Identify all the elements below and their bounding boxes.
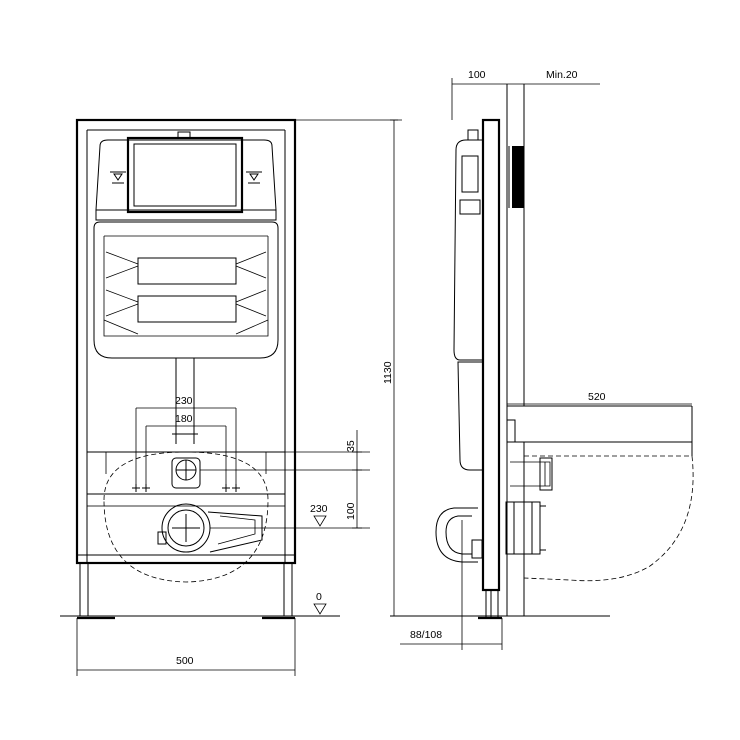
wall (506, 84, 525, 616)
right-leg (283, 562, 293, 617)
flush-plate (508, 146, 524, 208)
floor-zero-mark: 0 (313, 591, 327, 615)
front-view: 230 180 35 100 230 0 1130 (60, 118, 402, 676)
dim-min20: Min.20 (546, 69, 578, 81)
dim-width: 500 (76, 618, 296, 676)
dim-35: 35 (345, 440, 357, 452)
cistern-side (453, 129, 484, 471)
dim-zero: 0 (316, 591, 322, 603)
dim-230-top: 230 (175, 395, 193, 407)
dim-bowl-projection: 520 (507, 391, 692, 405)
bowl-support (506, 405, 693, 491)
dim-100: 100 (345, 502, 357, 520)
flush-pipe (168, 357, 200, 444)
dim-100-depth: 100 (468, 69, 486, 81)
mounting-bolts (132, 408, 240, 492)
flush-plate-opening (126, 136, 244, 214)
dim-1130: 1130 (382, 361, 394, 384)
frame (75, 118, 297, 620)
dim-depth: 100 Min.20 (451, 69, 600, 120)
water-level-mark-left (110, 171, 126, 184)
cistern-tank (93, 221, 279, 359)
wc-bowl-side-outline (523, 455, 694, 582)
water-inlet (171, 457, 201, 489)
wc-bowl-outline (103, 451, 269, 583)
side-view: 100 Min.20 (390, 69, 694, 650)
dim-right-front: 35 100 230 (200, 430, 370, 529)
dim-500: 500 (176, 655, 194, 667)
dim-height: 1130 (295, 119, 402, 617)
dim-88-108: 88/108 (410, 629, 442, 641)
dim-230-drain: 230 (310, 503, 328, 515)
left-leg (79, 562, 89, 617)
dim-inlet-spacing: 230 180 (136, 395, 236, 427)
cistern-head (95, 131, 277, 221)
water-level-mark-right (246, 171, 262, 184)
dim-outlet: 88/108 (400, 578, 503, 650)
drain-bend (435, 501, 546, 578)
dim-520: 520 (588, 391, 606, 403)
dim-180: 180 (175, 413, 193, 425)
